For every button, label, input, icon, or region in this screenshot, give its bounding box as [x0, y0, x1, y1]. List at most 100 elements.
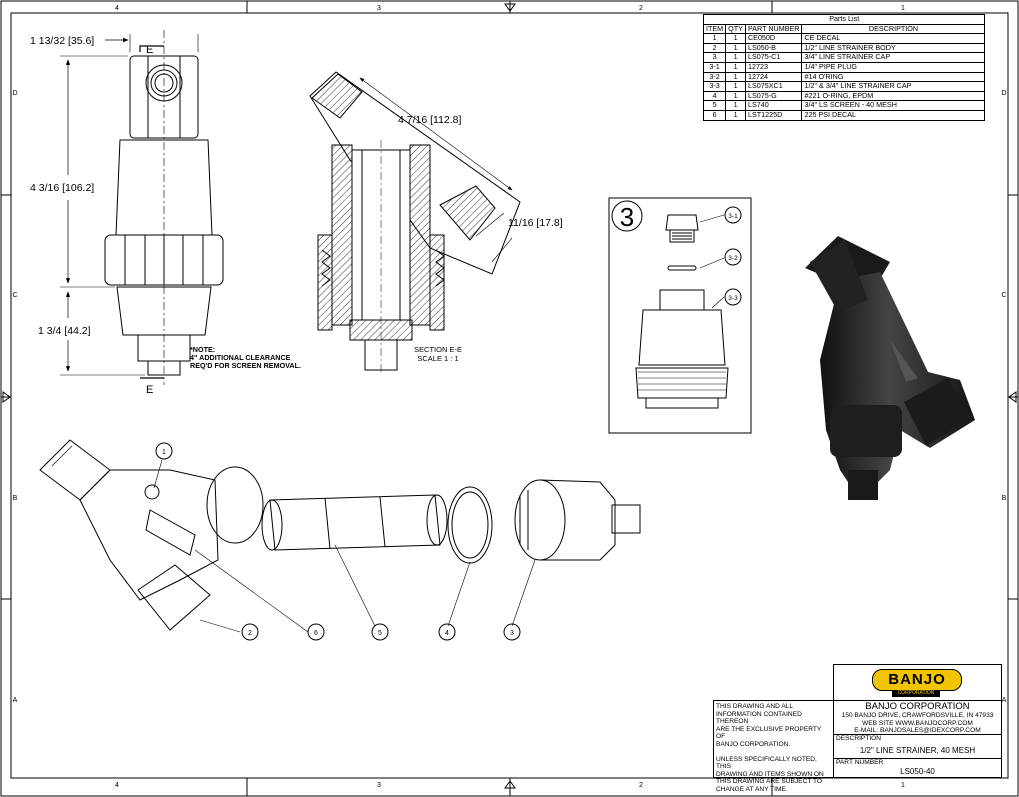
proprietary-box: THIS DRAWING AND ALL INFORMATION CONTAIN…	[713, 700, 835, 793]
section-label-line-1: SECTION E-E	[414, 345, 462, 354]
cell-description: 1/4" PIPE PLUG	[801, 61, 986, 73]
disclaimer-line: DRAWING AND ITEMS SHOWN ON	[716, 770, 824, 778]
detail-pipe-plug	[665, 214, 699, 231]
col-label-bottom: 4	[115, 782, 119, 789]
row-label-right: A	[1002, 697, 1007, 704]
logo-box: BANJO CORPORATION	[833, 664, 1002, 702]
section-mark-top: E	[146, 44, 153, 56]
balloon-label: 6	[314, 630, 318, 637]
exploded-oring	[447, 486, 493, 564]
cell-item: 1	[702, 33, 727, 44]
exploded-cap	[514, 479, 641, 561]
company-website: WEB SITE WWW.BANJOCORP.COM	[862, 719, 973, 727]
exploded-view	[39, 439, 641, 641]
parts-list-table: Parts List ITEM QTY PART NUMBER DESCRIPT…	[702, 14, 986, 121]
description-label: DESCRIPTION	[836, 735, 882, 742]
cell-description: 3/4" LS SCREEN - 40 MESH	[801, 100, 986, 111]
banjo-logo: BANJO	[872, 669, 962, 691]
cell-qty: 1	[725, 61, 746, 73]
balloon-label: 1	[162, 449, 166, 456]
balloon-label: 2	[248, 630, 252, 637]
company-address: 150 BANJO DRIVE, CRAWFORDSVILLE, IN 4793…	[841, 712, 994, 719]
note-line-3: REQ'D FOR SCREEN REMOVAL.	[190, 361, 301, 370]
row-label-left: A	[13, 697, 18, 704]
detail-oring	[667, 265, 697, 271]
proprietary-notice: THIS DRAWING AND ALL INFORMATION CONTAIN…	[714, 701, 834, 794]
note-line-1: *NOTE:	[190, 345, 215, 354]
section-label-line-2: SCALE 1 : 1	[417, 354, 458, 363]
balloon-label: 4	[445, 630, 449, 637]
dim-top-width: 1 13/32 [35.6]	[30, 35, 94, 47]
detail-view	[608, 197, 752, 434]
detail-callout: 3-3	[728, 295, 738, 302]
cell-item: 5	[702, 100, 727, 111]
strainer-3d-render	[805, 236, 975, 500]
company-email: E-MAIL: BANJOSALES@IDEXCORP.COM	[854, 727, 981, 735]
balloon-label: 3	[510, 630, 514, 637]
front-view	[60, 30, 224, 385]
cell-qty: 1	[725, 33, 746, 44]
col-label-top: 3	[377, 5, 381, 12]
cell-item: 3-1	[702, 61, 727, 73]
proprietary-line: ARE THE EXCLUSIVE PROPERTY OF	[716, 725, 822, 741]
company-box: BANJO CORPORATION 150 BANJO DRIVE, CRAWF…	[833, 700, 1002, 736]
detail-cap-body	[638, 309, 726, 366]
col-label-top: 4	[115, 5, 119, 12]
detail-labels: 3 3-1 3-2 3-3	[620, 202, 738, 302]
detail-callout: 3-2	[728, 255, 738, 262]
dim-lower-height: 1 3/4 [44.2]	[38, 325, 91, 337]
parts-list: Parts List ITEM QTY PART NUMBER DESCRIPT…	[702, 14, 986, 121]
parts-list-header-row: ITEM QTY PART NUMBER DESCRIPTION	[702, 23, 986, 35]
col-label-bottom: 3	[377, 782, 381, 789]
dim-outlet-offset: 11/16 [17.8]	[508, 217, 563, 229]
part-number-value: LS050-40	[900, 766, 935, 776]
cell-qty: 1	[725, 109, 746, 121]
detail-callout: 3-1	[728, 213, 738, 220]
disclaimer-line: UNLESS SPECIFICALLY NOTED, THIS	[716, 755, 817, 771]
cell-item: 3-3	[702, 81, 727, 92]
section-view	[309, 71, 521, 375]
dim-diagonal-length: 4 7/16 [112.8]	[398, 114, 462, 126]
balloon-labels: 1 2 6 5 4 3	[162, 449, 514, 637]
row-label-right: D	[1001, 90, 1006, 97]
cell-part-number: CE050D	[744, 33, 803, 44]
col-label-top: 2	[639, 5, 643, 12]
cell-description: 225 PSI DECAL	[801, 109, 986, 121]
row-label-right: B	[1002, 495, 1007, 502]
dim-overall-height: 4 3/16 [106.2]	[30, 182, 94, 194]
cell-part-number: 12723	[744, 61, 803, 73]
balloon-label: 5	[378, 630, 382, 637]
cap-lower	[116, 286, 212, 336]
cell-part-number: LST1225D	[744, 109, 803, 121]
cell-qty: 1	[725, 81, 746, 92]
col-label-bottom: 2	[639, 782, 643, 789]
zone-labels: 4 3 2 1 4 3 2 1 D C B A D C B A	[12, 5, 1006, 789]
company-name: BANJO CORPORATION	[865, 701, 970, 712]
cell-item: 6	[702, 109, 727, 121]
section-mark-bottom: E	[146, 384, 153, 396]
cell-part-number: LS740	[744, 100, 803, 111]
proprietary-line: BANJO CORPORATION.	[716, 740, 791, 748]
col-label-bottom: 1	[901, 782, 905, 789]
proprietary-line: THIS DRAWING AND ALL	[716, 703, 794, 710]
detail-frame	[608, 197, 752, 434]
col-label-top: 1	[901, 5, 905, 12]
description-value: 1/2" LINE STRAINER, 40 MESH	[859, 745, 976, 755]
proprietary-line: INFORMATION CONTAINED THEREON	[716, 710, 802, 726]
parts-list-title: Parts List	[702, 14, 986, 25]
section-view-labels: 4 7/16 [112.8] 11/16 [17.8] SECTION E-E …	[398, 114, 563, 363]
disclaimer-line: THIS DRAWING ARE SUBJECT TO	[716, 778, 823, 786]
detail-cap-top	[659, 289, 705, 311]
note-line-2: 4" ADDITIONAL CLEARANCE	[190, 353, 291, 362]
banjo-logo-subtext: CORPORATION	[892, 690, 940, 697]
row-label-left: C	[12, 292, 17, 299]
cell-part-number: LS075XC1	[744, 81, 803, 92]
exploded-screen	[261, 494, 448, 551]
